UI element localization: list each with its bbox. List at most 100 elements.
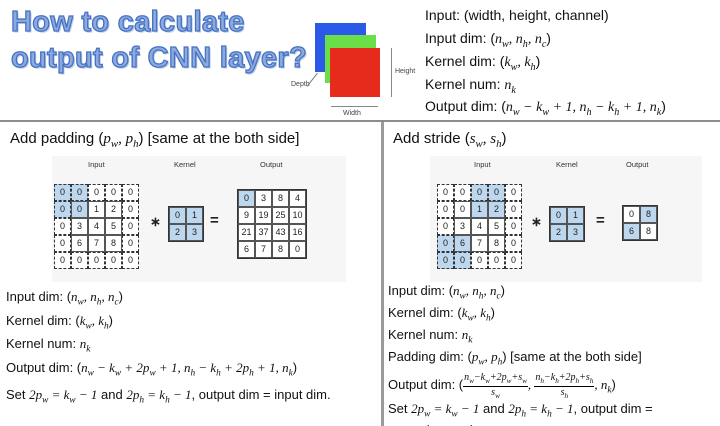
matrix-cell: 5	[105, 218, 122, 235]
matrix-cell: 3	[454, 218, 471, 235]
matrix-cell: 0	[105, 184, 122, 201]
matrix-cell: 0	[550, 207, 567, 224]
matrix-cell: 0	[505, 218, 522, 235]
matrix-cell: 0	[88, 184, 105, 201]
vertical-divider	[381, 122, 384, 426]
matrix-cell: 0	[623, 206, 640, 223]
matrix-cell: 1	[186, 207, 203, 224]
formula-input-dim: Input dim: (nw, nh, nc)	[425, 30, 551, 50]
depth-label: Depth	[291, 81, 310, 88]
matrix-cell: 25	[272, 207, 289, 224]
formula-input-dim: Input dim: (nw, nh, nc)	[6, 289, 123, 308]
matrix-cell: 0	[454, 201, 471, 218]
matrix-cell: 2	[169, 224, 186, 241]
formula-kernel-num: Kernel num: nk	[6, 336, 91, 355]
matrix-cell: 8	[488, 235, 505, 252]
matrix-cell: 0	[71, 201, 88, 218]
padding-formulas: Input dim: (nw, nh, nc) Kernel dim: (kw,…	[6, 288, 380, 410]
formula-padding-dim: Padding dim: (pw, ph) [same at the both …	[388, 349, 642, 368]
dimension-formulas: Input: (width, height, channel) Input di…	[425, 7, 717, 121]
matrix-cell: 5	[488, 218, 505, 235]
matrix-cell: 0	[488, 184, 505, 201]
matrix-cell: 1	[471, 201, 488, 218]
formula-set-stride: Set 2pw = kw − 1 and 2ph = kh − 1, outpu…	[388, 400, 653, 420]
output-label: Output	[626, 160, 649, 169]
matrix-cell: 7	[88, 235, 105, 252]
matrix-cell: 0	[437, 235, 454, 252]
formula-output-dim: Output dim: (nw − kw + 1, nh − kh + 1, n…	[425, 98, 666, 119]
matrix-cell: 4	[289, 190, 306, 207]
formula-kernel-num: Kernel num: nk	[388, 327, 473, 346]
matrix-cell: 0	[437, 201, 454, 218]
output-label: Output	[260, 160, 283, 169]
matrix-cell: 0	[437, 184, 454, 201]
matrix-cell: 8	[105, 235, 122, 252]
padding-section-heading: Add padding (pw, ph) [same at the both s…	[10, 130, 300, 150]
height-indicator-line	[391, 48, 392, 97]
matrix-cell: 3	[71, 218, 88, 235]
matrix-cell: 0	[471, 184, 488, 201]
matrix-cell: 16	[289, 224, 306, 241]
formula-kernel-dim: Kernel dim: (kw, kh)	[388, 305, 496, 324]
formula-kernel-dim: Kernel dim: (kw, kh)	[425, 52, 541, 73]
equals-sign: =	[596, 212, 605, 229]
stride-section-heading: Add stride (sw, sh)	[393, 130, 507, 150]
matrix-cell: 3	[567, 224, 584, 241]
kernel-label: Kernel	[174, 160, 196, 169]
matrix-cell: 6	[238, 241, 255, 258]
matrix-cell: 3	[186, 224, 203, 241]
matrix-cell: 0	[54, 235, 71, 252]
matrix-cell: 0	[454, 252, 471, 269]
stride-formulas: Input dim: (nw, nh, nc) Kernel dim: (kw,…	[388, 283, 718, 426]
rgb-channels-diagram: Depth Height Width	[290, 15, 425, 122]
matrix-cell: 0	[122, 184, 139, 201]
matrix-cell: 0	[54, 184, 71, 201]
matrix-cell: 0	[437, 252, 454, 269]
matrix-cell: 2	[488, 201, 505, 218]
height-label: Height	[395, 68, 416, 75]
matrix-cell: 6	[623, 223, 640, 240]
matrix-cell: 8	[272, 241, 289, 258]
matrix-cell: 21	[238, 224, 255, 241]
matrix-cell: 0	[505, 201, 522, 218]
input-label: Input	[474, 160, 491, 169]
matrix-cell: 0	[54, 201, 71, 218]
equals-sign: =	[210, 212, 219, 229]
matrix-cell: 6	[71, 235, 88, 252]
kernel-label: Kernel	[556, 160, 578, 169]
page-title-line1: How to calculate	[10, 5, 245, 38]
matrix-cell: 10	[289, 207, 306, 224]
matrix-cell: 3	[255, 190, 272, 207]
matrix-cell: 0	[471, 252, 488, 269]
matrix-cell: 0	[238, 190, 255, 207]
matrix-cell: 8	[640, 206, 657, 223]
formula-kernel-num: Kernel num: nk	[425, 75, 516, 96]
matrix-cell: 0	[122, 252, 139, 269]
page-title: How to calculate output of CNN layer?	[10, 4, 307, 76]
matrix-cell: 9	[238, 207, 255, 224]
matrix-cell: 0	[454, 184, 471, 201]
matrix-cell: 37	[255, 224, 272, 241]
matrix-cell: 0	[169, 207, 186, 224]
matrix-cell: 0	[505, 235, 522, 252]
matrix-cell: 0	[88, 252, 105, 269]
formula-output-dim: Output dim: (nw − kw + 2pw + 1, nh − kh …	[6, 359, 298, 379]
matrix-cell: 19	[255, 207, 272, 224]
page-title-line2: output of CNN layer?	[10, 41, 307, 74]
formula-input: Input: (width, height, channel)	[425, 7, 609, 23]
matrix-cell: 0	[71, 184, 88, 201]
matrix-cell: 0	[71, 252, 88, 269]
matrix-cell: 0	[505, 184, 522, 201]
formula-set-padding: Set 2pw = kw − 1 and 2ph = kh − 1, outpu…	[6, 387, 331, 406]
width-indicator-line	[331, 106, 378, 107]
matrix-cell: 0	[488, 252, 505, 269]
